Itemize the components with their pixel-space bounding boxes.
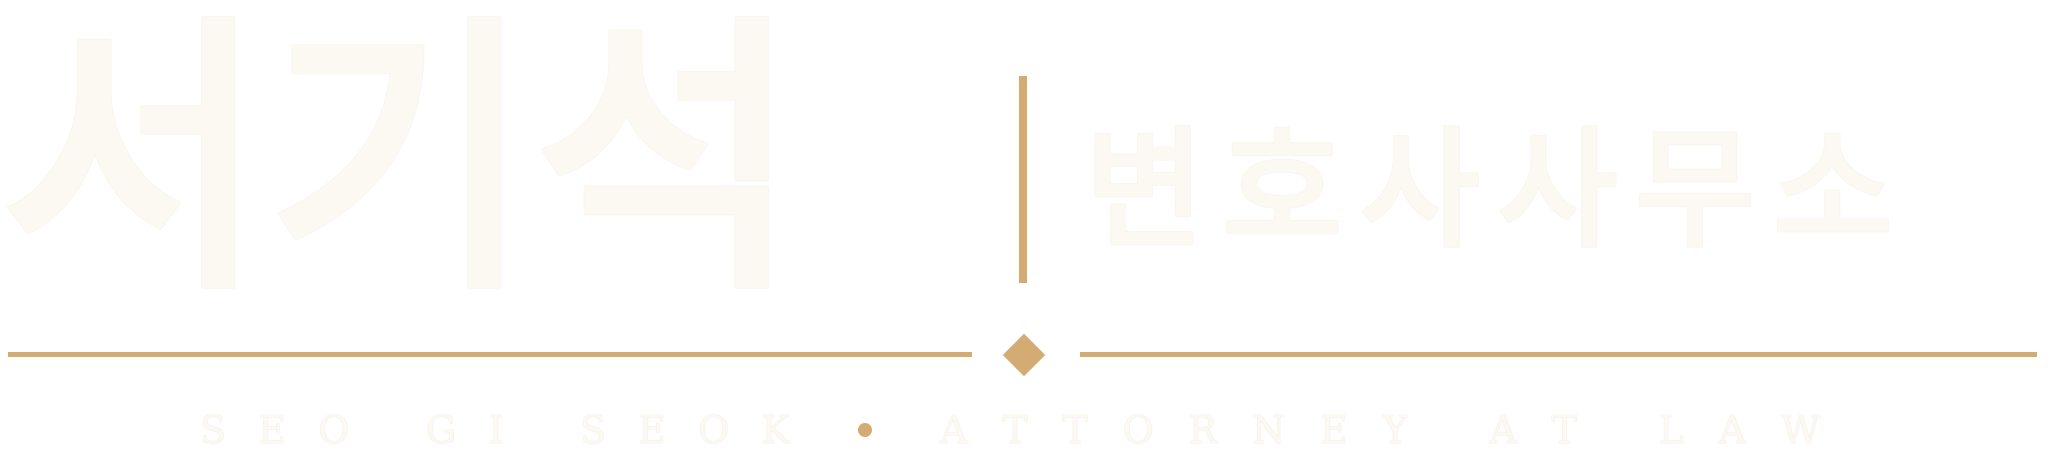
divider-rule-right — [1080, 352, 2037, 357]
separator-dot-icon — [858, 423, 872, 437]
office-korean: 변호사사무소 — [1085, 113, 1911, 266]
divider-rule-left — [8, 352, 972, 357]
vertical-divider — [1019, 76, 1027, 283]
diamond-ornament-icon — [1002, 333, 1046, 377]
name-korean: 서기석 — [0, 0, 801, 330]
